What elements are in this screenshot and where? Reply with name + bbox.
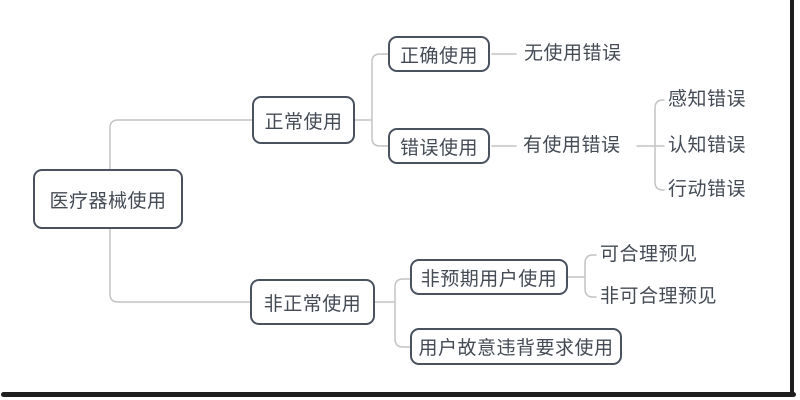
node-has-use-error[interactable]: 有使用错误 <box>523 135 621 156</box>
node-medical-device-use[interactable]: 医疗器械使用 <box>33 169 183 229</box>
node-cognition-error[interactable]: 认知错误 <box>668 135 747 156</box>
node-intentional-violation-use[interactable]: 用户故意违背要求使用 <box>410 328 622 365</box>
node-perception-error[interactable]: 感知错误 <box>668 89 747 110</box>
node-erroneous-use[interactable]: 错误使用 <box>388 128 490 164</box>
window-bottom-edge <box>1 392 796 397</box>
window-right-edge <box>790 0 794 394</box>
node-unintended-user-use[interactable]: 非预期用户使用 <box>410 259 568 295</box>
node-action-error[interactable]: 行动错误 <box>668 179 747 200</box>
node-normal-use[interactable]: 正常使用 <box>252 96 355 144</box>
node-no-use-error[interactable]: 无使用错误 <box>524 43 622 64</box>
node-correct-use[interactable]: 正确使用 <box>388 36 490 72</box>
node-reasonably-foreseeable[interactable]: 可合理预见 <box>600 244 698 265</box>
connector-path <box>109 53 665 348</box>
node-not-reasonably-foreseeable[interactable]: 非可合理预见 <box>600 286 718 307</box>
node-abnormal-use[interactable]: 非正常使用 <box>250 279 375 325</box>
